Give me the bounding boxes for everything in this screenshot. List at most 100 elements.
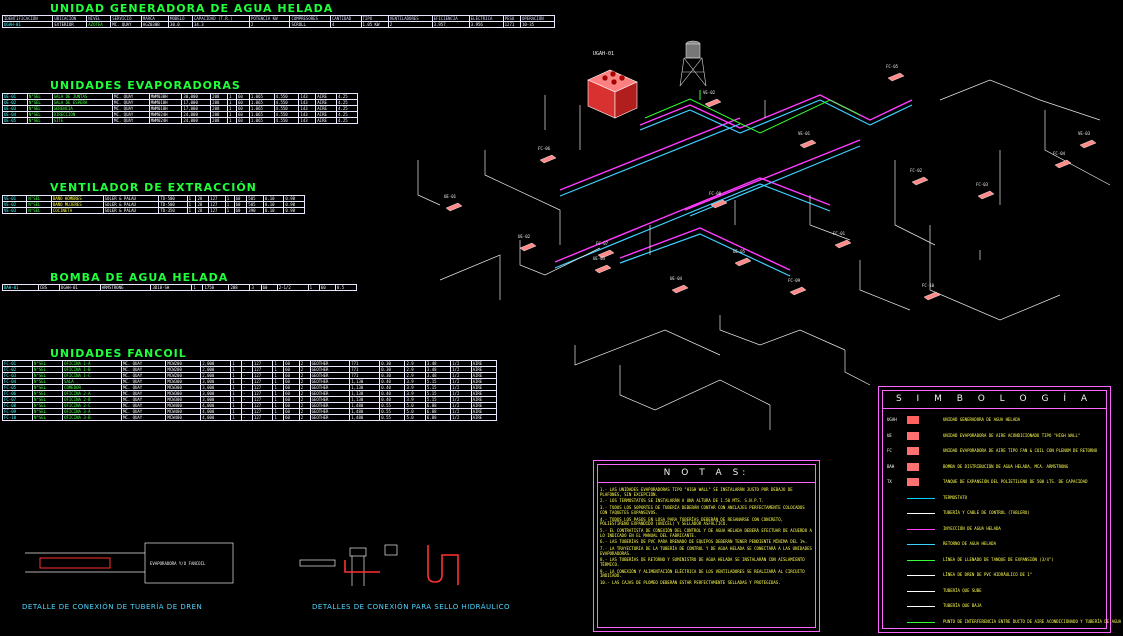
symbol-icon: [907, 606, 935, 607]
notes-panel: N O T A S: 1.- LAS UNIDADES EVAPORADORAS…: [593, 460, 820, 632]
table-cell: 127: [251, 414, 274, 421]
note-line: 8.- LAS TUBERÍAS DE RETORNO Y SUMINISTRO…: [600, 557, 805, 568]
equipment-marker: [597, 249, 615, 259]
table-cell: AIRE: [470, 414, 498, 421]
symbol-description: UNIDAD EVAPORADORA DE AIRE ACONDICIONADO…: [943, 432, 1081, 438]
equipment-label: FC-09: [788, 278, 801, 283]
note-line: 10.- LAS CAJAS DE PLOMEO DEBERÁN ESTAR P…: [600, 580, 781, 586]
symbology-row: TUBERÍA QUE SUBE: [885, 584, 1104, 598]
equipment-label: VE-01: [798, 131, 811, 136]
equipment-marker: [445, 202, 463, 212]
equipment-marker: [519, 242, 537, 252]
equipment-label: UE-02: [518, 234, 531, 239]
symbology-row: RETORNO DE AGUA HELADA: [885, 537, 1104, 551]
table-cell: COCINETA: [50, 207, 104, 214]
symbol-icon: [907, 621, 935, 623]
table-cell: 3.957: [431, 21, 470, 28]
table-cell: 0.5: [334, 284, 358, 291]
note-line: 5.- EL CONTRATISTA DE CONEXIÓN DEL CONTR…: [600, 527, 812, 538]
symbol-icon: [907, 447, 919, 455]
title-evaporators: UNIDADES EVAPORADORAS: [50, 79, 241, 92]
note-line: 9.- LA CONEXIÓN Y ALIMENTACIÓN ELÉCTRICA…: [600, 568, 805, 579]
table-cell: 4,000: [200, 414, 232, 421]
table-cell: 1: [272, 414, 285, 421]
notes-title: N O T A S:: [597, 464, 816, 483]
table-cell: 0.98: [283, 207, 305, 214]
symbol-description: TANQUE DE EXPANSIÓN DEL POLIETILENO DE 5…: [943, 479, 1088, 484]
equipment-markers: [445, 72, 1097, 301]
symbol-description: INYECCIÓN DE AGUA HELADA: [943, 525, 1001, 531]
table-cell: CBS: [37, 284, 60, 291]
table-cell: 28: [195, 207, 210, 214]
symbology-row: LÍNEA DE DREN DE PVC HIDRÁULICO DE 1": [885, 568, 1104, 582]
drain-connection-caption: DETALLE DE CONEXIÓN DE TUBERÍA DE DREN: [22, 603, 203, 611]
table-cell: 1: [191, 284, 204, 291]
equipment-label: FC-10: [922, 283, 935, 288]
symbol-icon: [907, 559, 935, 561]
note-line: 4.- TODOS LOS PASOS EN LOSA PARA TUBERÍA…: [600, 516, 784, 527]
symbology-row: TUBERÍA Y CABLE DE CONTROL (TABLERO): [885, 506, 1104, 520]
equipment-marker: [734, 257, 752, 267]
table-cell: SITE: [51, 117, 114, 124]
table-cell: 1271: [502, 21, 521, 28]
equipment-marker: [710, 199, 728, 209]
equipment-label: FC-04: [1053, 151, 1066, 156]
expansion-tank-icon: [679, 40, 707, 87]
symbology-row: BAH BOMBA DE DISTRIBUCIÓN DE AGUA HELADA,…: [885, 460, 1104, 474]
table-cell: 1: [307, 284, 320, 291]
equipment-marker: [977, 190, 995, 200]
symbol-description: BOMBA DE DISTRIBUCIÓN DE AGUA HELADA, MC…: [943, 463, 1069, 469]
equipment-marker: [834, 239, 852, 249]
drain-box-label: EVAPORADORA Y/O FANCOIL: [150, 561, 206, 566]
table-cell: 390: [246, 207, 264, 214]
equipment-marker: [539, 154, 557, 164]
equipment-label: FC-08: [709, 191, 722, 196]
symbol-icon: [907, 544, 935, 545]
equipment-label: FC-07: [596, 241, 609, 246]
symbol-description: TERMOSTATO: [943, 494, 968, 500]
chw-supply-piping: [554, 94, 913, 271]
equipment-label: UE-03: [593, 256, 606, 261]
equipment-label: UE-01: [444, 194, 457, 199]
equipment-marker: [799, 139, 817, 149]
symbology-row: LÍNEA DE LLENADO DE TANQUE DE EXPANSIÓN …: [885, 553, 1104, 567]
symbol-icon: [907, 431, 919, 440]
symbol-description: TUBERÍA QUE SUBE: [943, 587, 982, 593]
symbol-description: PUNTO DE INTERFERENCIA ENTRE DUCTO DE AI…: [943, 618, 1123, 624]
note-line: 2.- LOS TERMOSTATOS SE INSTALARÁN A UNA …: [600, 498, 764, 504]
hydraulic-seal-caption: DETALLES DE CONEXIÓN PARA SELLO HIDRÁULI…: [312, 603, 511, 611]
table-cell: MC. QUAY: [112, 117, 150, 124]
title-exhaust-fan: VENTILADOR DE EXTRACCIÓN: [50, 181, 257, 194]
control-wiring: [644, 90, 861, 134]
table-cell: 10-35: [519, 21, 556, 28]
chw-return-piping: [554, 99, 913, 277]
symbol-code: BAH: [887, 463, 895, 469]
table-cell: 5.0: [404, 414, 426, 421]
symbol-icon: [907, 590, 935, 592]
symbol-icon: [907, 513, 935, 514]
equipment-marker: [1079, 139, 1097, 149]
equipment-label: FC-06: [538, 146, 551, 151]
equipment-label: UE-05: [733, 249, 746, 254]
equipment-label: FC-02: [910, 168, 923, 173]
equipment-marker: [594, 264, 612, 274]
equipment-marker: [704, 98, 722, 108]
title-chiller: UNIDAD GENERADORA DE AGUA HELADA: [50, 2, 334, 15]
table-cell: 1: [186, 207, 197, 214]
title-chilled-water-pump: BOMBA DE AGUA HELADA: [50, 271, 229, 284]
equipment-marker: [911, 176, 929, 186]
symbol-code: TX: [887, 479, 892, 484]
symbol-icon: [907, 416, 919, 424]
